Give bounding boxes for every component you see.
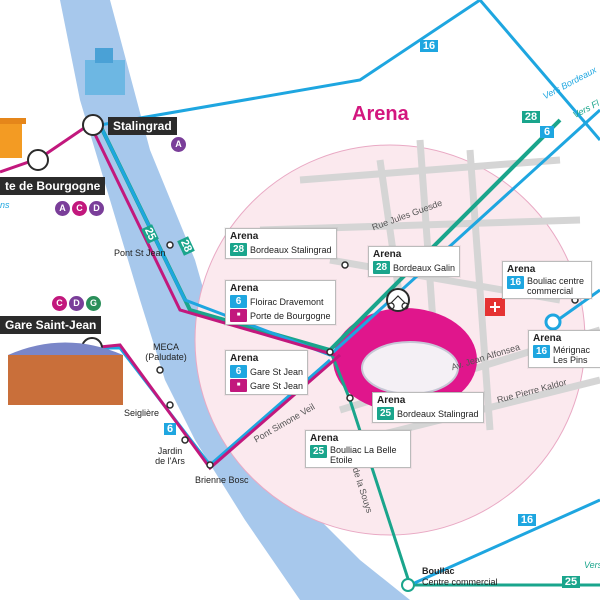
- stop-arena-west[interactable]: [326, 348, 334, 356]
- stop-boullac[interactable]: [401, 578, 415, 592]
- stop-destination: Mérignac Les Pins: [553, 345, 591, 365]
- bus-icon: ■: [230, 309, 247, 322]
- bike-icon: [386, 288, 410, 312]
- line-badge-6: 6: [230, 295, 247, 308]
- stop-seigliere[interactable]: [166, 401, 174, 409]
- label-boullac: Boullac: [422, 566, 455, 576]
- label-brienne-bosc: Brienne Bosc: [195, 475, 249, 485]
- label-seigliere: Seiglière: [124, 408, 160, 418]
- tram-badge-a2: A: [55, 201, 70, 216]
- line-badge-6: 6: [230, 365, 247, 378]
- line-badge-25: 25: [310, 445, 327, 458]
- stop-destination-tram: Gare St Jean: [250, 380, 304, 391]
- line-tag-6-left: 6: [164, 423, 176, 435]
- label-jardin-ars: Jardin de l'Ars: [155, 446, 185, 466]
- stop-title: Arena: [230, 231, 259, 242]
- stop-arena-south[interactable]: [346, 394, 354, 402]
- gare-saint-jean-landmark: [8, 342, 123, 405]
- station-stalingrad[interactable]: [82, 114, 104, 136]
- line-16-route: [99, 0, 481, 127]
- line-tag-16-bottom: 16: [518, 514, 536, 526]
- stop-title: Arena: [230, 353, 259, 364]
- porte-bourgogne-landmark: [0, 118, 26, 158]
- zone-title: Arena: [352, 103, 409, 125]
- line-tag-25-bottom: 25: [562, 576, 580, 588]
- direction-vers-bottom: Vers: [584, 560, 600, 570]
- stop-title: Arena: [507, 264, 536, 275]
- line-badge-16: 16: [507, 276, 524, 289]
- stop-destination: Gare St Jean: [250, 366, 304, 377]
- stop-destination: Boulliac La Belle Etoile: [330, 445, 397, 465]
- label-bordeaux-fragment: ns: [0, 200, 10, 210]
- tram-badge-a: A: [171, 137, 186, 152]
- stop-meca[interactable]: [156, 366, 164, 374]
- tram-badge-d2: D: [69, 296, 84, 311]
- line-25-route: [328, 349, 600, 587]
- line-16-route-east: [409, 288, 600, 587]
- stop-title: Arena: [230, 283, 259, 294]
- stop-brienne-bosc[interactable]: [206, 461, 214, 469]
- tram-badge-g: G: [86, 296, 101, 311]
- label-centre-commercial: Centre commercial: [422, 577, 498, 587]
- label-pont-st-jean: Pont St Jean: [114, 248, 166, 258]
- station-porte-bourgogne[interactable]: [27, 149, 49, 171]
- stop-arena-north[interactable]: [341, 261, 349, 269]
- stop-destination: Bordeaux Stalingrad: [397, 408, 479, 419]
- label-meca: MECA (Paludate): [145, 342, 187, 362]
- stop-title: Arena: [310, 433, 339, 444]
- line-16-route-north: [478, 0, 600, 141]
- label-gare-saint-jean[interactable]: Gare Saint-Jean: [0, 316, 102, 334]
- tram-badge-d: D: [89, 201, 104, 216]
- line-tag-16-top: 16: [420, 40, 438, 52]
- tram-badge-c: C: [72, 201, 87, 216]
- tram-badge-c2: C: [52, 296, 67, 311]
- garonne-river: [60, 0, 410, 600]
- stop-destination: Floirac Dravemont: [250, 296, 324, 307]
- stop-merignac-hub[interactable]: [544, 313, 562, 331]
- stop-title: Arena: [377, 395, 406, 406]
- stop-title: Arena: [533, 333, 562, 344]
- stop-destination: Bordeaux Stalingrad: [250, 244, 332, 255]
- stop-destination: Bordeaux Galin: [393, 262, 456, 273]
- bus-icon: ■: [230, 379, 247, 392]
- line-badge-28: 28: [373, 261, 390, 274]
- label-stalingrad[interactable]: Stalingrad: [108, 117, 177, 135]
- stop-destination-tram: Porte de Bourgogne: [250, 310, 331, 321]
- stop-pont-st-jean[interactable]: [166, 241, 174, 249]
- stop-title: Arena: [373, 249, 402, 260]
- stadium-roof: [361, 341, 459, 395]
- stop-destination: Bouliac centre commercial: [527, 276, 585, 296]
- line-badge-16: 16: [533, 345, 550, 358]
- line-tag-28-top: 28: [522, 111, 540, 123]
- line-tag-6-top: 6: [540, 126, 554, 138]
- line-badge-28: 28: [230, 243, 247, 256]
- stop-jardin-ars[interactable]: [181, 436, 189, 444]
- line-6-route: [98, 108, 600, 357]
- line-badge-25: 25: [377, 407, 394, 420]
- stalingrad-lion-landmark: [85, 48, 125, 95]
- label-porte-bourgogne[interactable]: te de Bourgogne: [0, 177, 106, 195]
